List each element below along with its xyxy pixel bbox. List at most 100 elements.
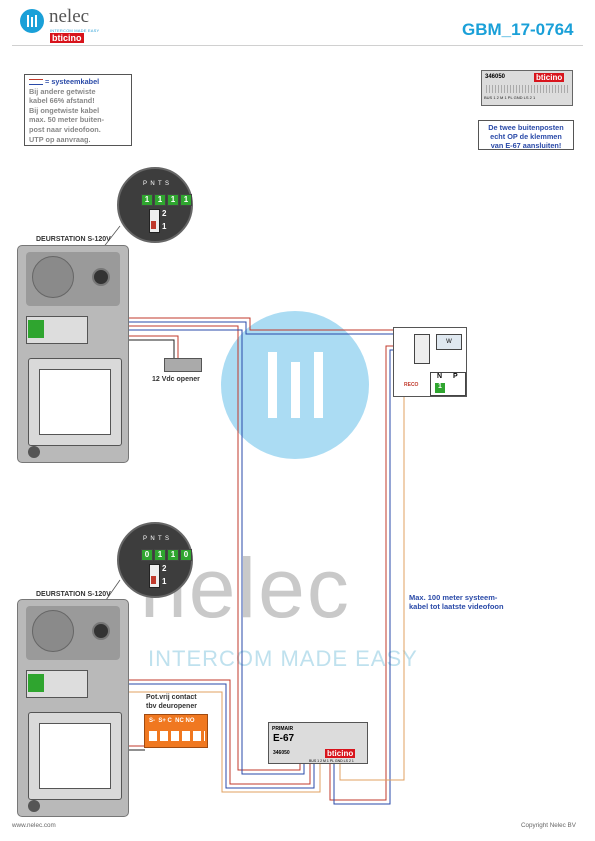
module-top-part: 346050 [485,74,506,80]
button-frame [28,712,122,800]
relay-title-line: Pot.vrij contact [146,694,197,701]
footer-left: www.nelec.com [12,822,56,829]
note-line: Max. 100 meter systeem- [409,593,498,602]
terminal-green-block [28,320,44,338]
logo-text: nelec [49,6,90,27]
camera-lens-icon [92,622,110,640]
cable-legend-swatch [29,79,43,86]
dip-label-n: N [437,373,443,380]
cable-blue [82,329,305,775]
dip-value-p: 0 [141,549,153,561]
videophone: W RECO N P 1 [393,327,467,397]
dip-label-p: P [143,536,148,542]
terminal-green-block [28,674,44,692]
switch-label-2: 2 [162,209,167,218]
dip-label-n: N [150,181,155,187]
screen-label: W [446,339,452,345]
cable-legend-label: = systeemkabel [45,77,100,86]
relay-title-line: tbv deuropener [146,703,197,710]
relay-screws [149,731,205,741]
info-box: = systeemkabel Bij andere getwiste kabel… [24,74,132,146]
note-line: De twee buitenposten [488,123,564,132]
dip-labels: P N T S [143,536,183,542]
door-opener [164,358,202,372]
info-line: max. 50 meter buiten- [29,115,105,125]
mode-switch [149,209,160,233]
power-supply: PRIMAIR E-67 346050 bticino BUS 1 2 M 1 … [268,722,368,764]
switch-label-2: 2 [162,564,167,573]
watermark-logo-icon [221,311,369,459]
dip-label-s: S [164,181,169,187]
psu-brand: bticino [325,749,356,758]
cable-blue [333,349,395,805]
dip-label-t: T [157,181,162,187]
dip-label-n: N [150,536,155,542]
info-line: kabel 66% afstand! [29,96,95,106]
cable-legend: = systeemkabel [29,77,127,87]
dip-label-p: P [143,181,148,187]
switch-label-1: 1 [162,222,167,231]
speaker-grill [32,256,74,298]
videophone-terminals [414,334,430,364]
videophone-screen-icon: W [436,334,462,350]
dip-labels: P N T S [143,181,183,187]
cable-red [82,325,301,771]
module-top-brand: bticino [534,73,565,82]
psu-primair: PRIMAIR [272,726,294,732]
psu-part: 346050 [273,750,290,756]
psu-model: E-67 [273,733,295,744]
footer-right: Copyright Nelec BV [521,822,576,829]
header: nelec INTERCOM MADE EASY bticino GBM_17-… [0,0,595,48]
bottom-knob-icon [28,800,40,812]
info-line: Bij andere getwiste [29,86,96,96]
header-divider [12,45,583,46]
button-frame [28,358,122,446]
speaker-grill [32,610,74,652]
cable-orange [82,691,321,793]
videophone-dip: N P 1 [430,372,466,396]
cable-red [82,317,395,331]
logo-tagline: INTERCOM MADE EASY [50,28,100,33]
psu-terminals: BUS 1 2 M 1 PL GND LS 2 1 [309,759,354,763]
opener-label: 12 Vdc opener [152,376,200,383]
dip-value-p: 1 [141,194,153,206]
door-station-2 [17,599,129,817]
cable-blue [82,683,315,789]
nelec-logo-icon [20,9,44,33]
relay-module: S- S+ C NC NO [144,714,208,748]
mode-switch [149,564,160,588]
cable-blue [82,321,395,335]
info-line: post naar videofoon. [29,124,101,134]
doc-number: GBM_17-0764 [462,20,574,39]
dip-label-s: S [164,536,169,542]
switch-label-1: 1 [162,577,167,586]
dip-value-t: 1 [167,194,179,206]
reco-switch-label: RECO [404,382,419,388]
relay-terminal-labels: S- S+ C NC NO [149,718,195,724]
module-top-terminals: BUS 1 2 M 1 PL GND LS 2 1 [484,95,536,100]
max-distance-note: Max. 100 meter systeem- kabel tot laatst… [409,593,504,611]
module-top-note: De twee buitenposten echt OP de klemmen … [478,120,574,150]
bottom-knob-icon [28,446,40,458]
dip-value-n: 1 [154,549,166,561]
cable-red [82,679,311,785]
info-line: Bij ongetwiste kabel [29,105,100,115]
cable-red [329,345,395,801]
dip-value-t: 1 [167,549,179,561]
dip-value-n: 1 [154,194,166,206]
note-line: van E-67 aansluiten! [490,141,562,150]
dip-value-n: 1 [435,383,445,393]
dip-value-s: 1 [180,194,192,206]
dip-value-s: 0 [180,549,192,561]
bticino-badge: bticino [50,33,84,43]
note-line: echt OP de klemmen [490,132,562,141]
watermark-tagline: INTERCOM MADE EASY [148,646,418,671]
info-line: UTP op aanvraag. [29,134,91,144]
camera-lens-icon [92,268,110,286]
dip-label-t: T [157,536,162,542]
door-station-1 [17,245,129,463]
module-top-vents [486,85,568,93]
